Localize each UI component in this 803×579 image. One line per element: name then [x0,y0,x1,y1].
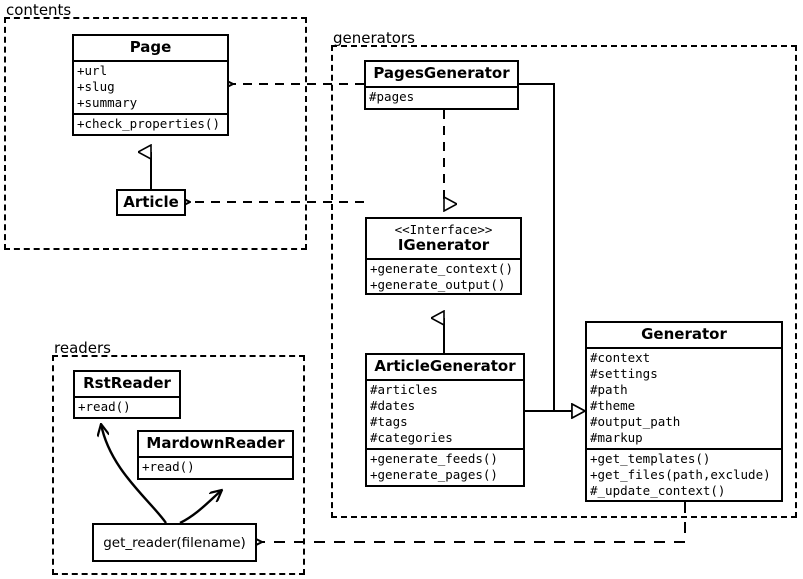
package-contents [4,17,307,250]
class-mardown-reader[interactable]: MardownReader +read() [137,430,294,480]
class-igenerator-stereotype: <<Interface>> [394,222,493,237]
attribute-row: #markup [590,430,643,445]
class-mardown-reader-title: MardownReader [146,434,285,452]
package-readers-label: readers [54,339,111,357]
operation-row: +check_properties() [77,116,220,131]
class-generator-operations: +get_templates() +get_files(path,exclude… [587,448,781,501]
class-rst-reader-operations: +read() [75,396,179,417]
class-pages-generator-attributes: #pages [366,86,517,107]
class-page-title: Page [129,38,172,56]
function-get-reader-label: get_reader(filename) [103,534,246,551]
class-pages-generator[interactable]: PagesGenerator #pages [364,60,519,110]
class-article-generator-title: ArticleGenerator [374,357,516,375]
operation-row: +generate_context() [370,261,513,276]
attribute-row: #pages [369,89,415,104]
class-article[interactable]: Article [116,189,186,216]
class-article-generator[interactable]: ArticleGenerator #articles #dates #tags … [365,353,525,487]
class-igenerator-title: IGenerator [397,236,490,254]
class-generator-attributes: #context #settings #path #theme #output_… [587,347,781,448]
attribute-row: #output_path [590,414,681,429]
attribute-row: #articles [370,382,438,397]
class-igenerator[interactable]: <<Interface>> IGenerator +generate_conte… [365,217,522,295]
attribute-row: +summary [77,95,138,110]
package-generators-label: generators [333,29,415,47]
class-igenerator-operations: +generate_context() +generate_output() [367,258,520,295]
operation-row: +generate_pages() [370,467,498,482]
function-get-reader[interactable]: get_reader(filename) [92,523,257,562]
attribute-row: +url [77,63,108,78]
package-contents-label: contents [6,1,72,19]
class-generator-title: Generator [641,325,727,343]
operation-row: +read() [142,459,195,474]
class-generator[interactable]: Generator #context #settings #path #them… [585,321,783,502]
attribute-row: #tags [370,414,408,429]
class-page-operations: +check_properties() [74,113,227,134]
class-rst-reader[interactable]: RstReader +read() [73,370,181,419]
attribute-row: #theme [590,398,636,413]
attribute-row: #dates [370,398,416,413]
operation-row: #_update_context() [590,483,726,498]
class-page-attributes: +url +slug +summary [74,60,227,113]
attribute-row: #categories [370,430,453,445]
class-page[interactable]: Page +url +slug +summary +check_properti… [72,34,229,136]
attribute-row: #settings [590,366,658,381]
operation-row: +read() [78,399,131,414]
attribute-row: #path [590,382,628,397]
class-article-generator-operations: +generate_feeds() +generate_pages() [367,448,523,485]
operation-row: +get_templates() [590,451,711,466]
operation-row: +generate_feeds() [370,451,498,466]
attribute-row: +slug [77,79,115,94]
package-readers [52,355,305,575]
class-rst-reader-title: RstReader [83,374,171,392]
operation-row: +get_files(path,exclude) [590,467,771,482]
class-article-generator-attributes: #articles #dates #tags #categories [367,379,523,448]
class-mardown-reader-operations: +read() [139,456,292,477]
class-pages-generator-title: PagesGenerator [373,64,510,82]
class-article-title: Article [123,193,179,211]
attribute-row: #context [590,350,651,365]
operation-row: +generate_output() [370,277,506,292]
class-igenerator-header: <<Interface>> IGenerator [367,219,520,258]
